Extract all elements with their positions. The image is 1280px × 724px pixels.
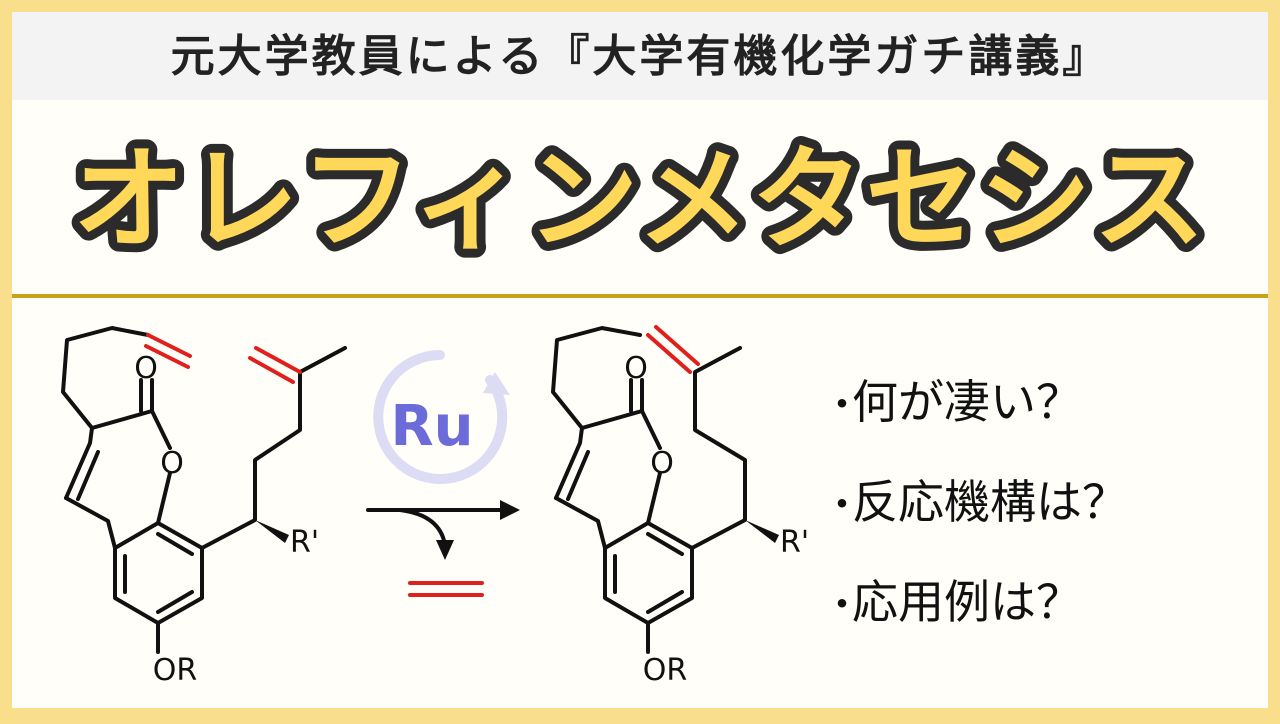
substrate-ring-o: O [160, 446, 184, 481]
question-item: ・反応機構は？ [822, 462, 1262, 562]
product-carbonyl-o: O [624, 351, 648, 386]
ethylene-byproduct [408, 581, 484, 597]
substrate-structure [61, 326, 347, 654]
product-or: OR [643, 653, 687, 688]
bullet-icon: ・ [822, 382, 862, 428]
question-item: ・何が凄い？ [822, 362, 1262, 462]
question-text: 応用例は？ [852, 575, 1082, 629]
subtitle-band [12, 12, 1268, 100]
question-text: 反応機構は？ [852, 475, 1128, 529]
bullet-icon: ・ [822, 582, 862, 628]
product-structure [551, 326, 779, 654]
subtitle: 元大学教員による『大学有機化学ガチ講義』 [170, 31, 1110, 82]
substrate-r-prime: R' [290, 525, 319, 560]
product-new-alkene [646, 325, 700, 374]
substrate-terminal-alkenes [144, 333, 302, 384]
thumbnail-frame: 元大学教員による『大学有機化学ガチ講義』 オレフィンメタセシス [12, 12, 1268, 708]
question-list: ・何が凄い？ ・反応機構は？ ・応用例は？ [822, 362, 1262, 662]
catalyst-label: Ru [391, 394, 474, 459]
product-ring-o: O [650, 446, 674, 481]
title-divider [12, 294, 1268, 298]
question-text: 何が凄い？ [852, 375, 1082, 429]
ruthenium-catalyst-icon: Ru [373, 350, 510, 484]
reaction-arrow [366, 500, 520, 560]
substrate-carbonyl-o: O [134, 351, 158, 386]
main-title-outline: オレフィンメタセシス [73, 135, 1207, 265]
main-title: オレフィンメタセシス [12, 106, 1268, 286]
product-r-prime: R' [780, 525, 809, 560]
bullet-icon: ・ [822, 482, 862, 528]
substrate-or: OR [153, 653, 197, 688]
question-item: ・応用例は？ [822, 562, 1262, 662]
